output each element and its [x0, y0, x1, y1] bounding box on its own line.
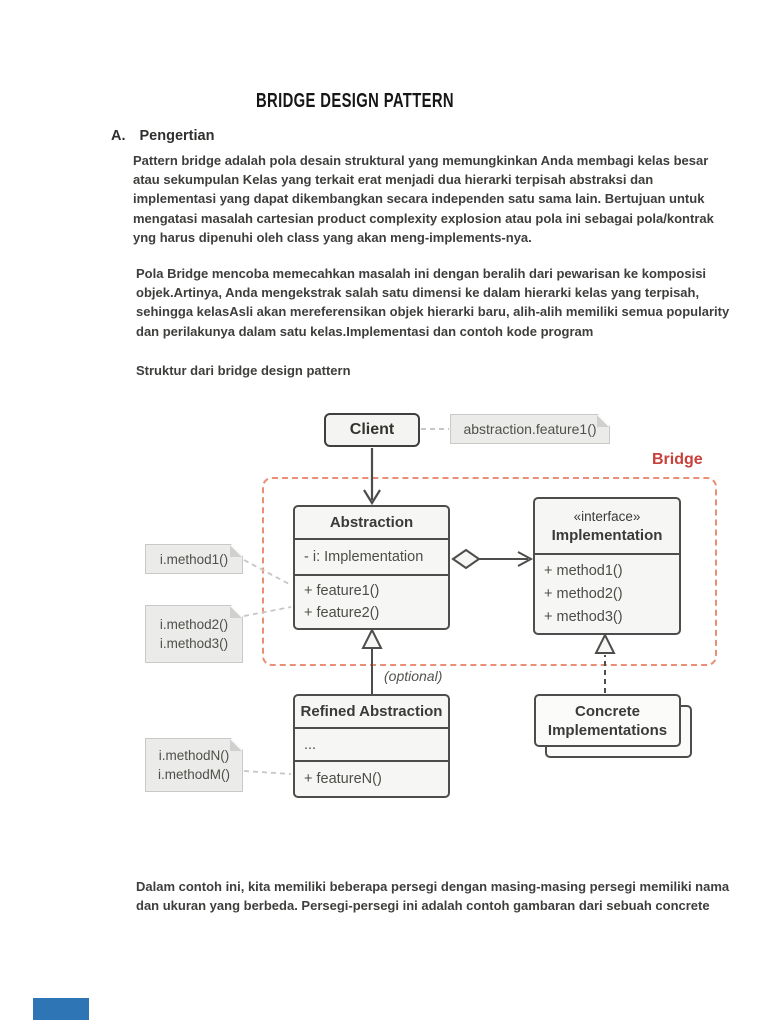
implementation-method: + method1() [544, 562, 623, 579]
next-page-blue-element [33, 998, 89, 1020]
abstraction-class-box: Abstraction - i: Implementation + featur… [293, 505, 450, 630]
concrete-implementations-title-line: Implementations [547, 721, 668, 739]
methodNM-note: i.methodN() i.methodM() [145, 738, 243, 792]
paragraph-line: dan perilakunya dalam satu kelas.Impleme… [136, 323, 594, 339]
implementation-title: Implementation [551, 527, 663, 544]
note-fold-corner [597, 415, 609, 427]
page-title: BRIDGE DESIGN PATTERN [256, 90, 454, 112]
implementation-methods: + method1() + method2() + method3() [535, 555, 679, 633]
note-fold-corner [230, 545, 242, 557]
paragraph-line: yng harus dipenuhi oleh class yang akan … [133, 229, 532, 245]
bridge-label: Bridge [652, 451, 703, 468]
client-class-box: Client [324, 413, 420, 447]
concrete-implementations-title-line: Concrete [574, 702, 641, 720]
refined-abstraction-class-box: Refined Abstraction ... + featureN() [293, 694, 450, 798]
note-fold-corner [230, 739, 242, 751]
paragraph-line: dan ukuran yang berbeda. Persegi-persegi… [136, 898, 710, 914]
paragraph-line: Pola Bridge mencoba memecahkan masalah i… [136, 266, 707, 281]
paragraph-line: mengatasi masalah cartesian product comp… [133, 210, 714, 226]
implementation-interface-box: «interface» Implementation + method1() +… [533, 497, 681, 635]
paragraph-2: Pola Bridge mencoba memecahkan masalah i… [136, 264, 729, 341]
concrete-implementations-box: Concrete Implementations [534, 694, 681, 747]
client-call-note-text: abstraction.feature1() [463, 420, 597, 437]
paragraph-line: objek.Artinya, Anda mengekstrak salah sa… [136, 285, 700, 301]
implementation-header: «interface» Implementation [535, 499, 679, 555]
abstraction-method: + feature1() [304, 583, 380, 599]
section-label: A. [111, 128, 126, 144]
implementation-method: + method3() [544, 608, 623, 625]
client-call-note: abstraction.feature1() [450, 414, 610, 444]
method1-note: i.method1() [145, 544, 243, 574]
abstraction-title: Abstraction [295, 507, 448, 540]
method1-note-text: i.method1() [159, 551, 229, 567]
note3-connector [243, 770, 292, 775]
client-class-title: Client [349, 421, 395, 438]
paragraph-line: implementasi yang dapat dikembangkan sec… [133, 191, 705, 207]
paragraph-3: Dalam contoh ini, kita memiliki beberapa… [136, 877, 729, 915]
method23-note-line: i.method2() [159, 617, 229, 632]
method23-note-line: i.method3() [159, 636, 229, 651]
abstraction-field: - i: Implementation [295, 540, 448, 576]
paragraph-1: Pattern bridge adalah pola desain strukt… [133, 151, 714, 247]
methodNM-note-line: i.methodN() [158, 748, 230, 763]
methodNM-note-line: i.methodM() [157, 767, 230, 782]
refined-abstraction-title: Refined Abstraction [295, 696, 448, 729]
paragraph-line: atau sekumpulan Kelas yang terkait erat … [133, 172, 654, 188]
method23-note: i.method2() i.method3() [145, 605, 243, 663]
paragraph-line: Dalam contoh ini, kita memiliki beberapa… [136, 879, 730, 894]
refined-abstraction-method: + featureN() [304, 771, 382, 787]
refined-abstraction-field: ... [295, 729, 448, 762]
section-heading: A. Pengertian [111, 128, 214, 144]
diagram-caption: Struktur dari bridge design pattern [136, 363, 351, 378]
section-heading-text: Pengertian [139, 128, 215, 144]
note-fold-corner [230, 606, 242, 618]
abstraction-method: + feature2() [304, 605, 380, 621]
optional-annotation: (optional) [384, 668, 443, 684]
abstraction-methods: + feature1() + feature2() [295, 576, 448, 628]
paragraph-line: Pattern bridge adalah pola desain strukt… [133, 153, 709, 168]
implementation-method: + method2() [544, 585, 623, 602]
paragraph-line: sehingga kelasAsli akan mereferensikan o… [136, 304, 730, 320]
interface-stereotype: «interface» [573, 509, 641, 524]
